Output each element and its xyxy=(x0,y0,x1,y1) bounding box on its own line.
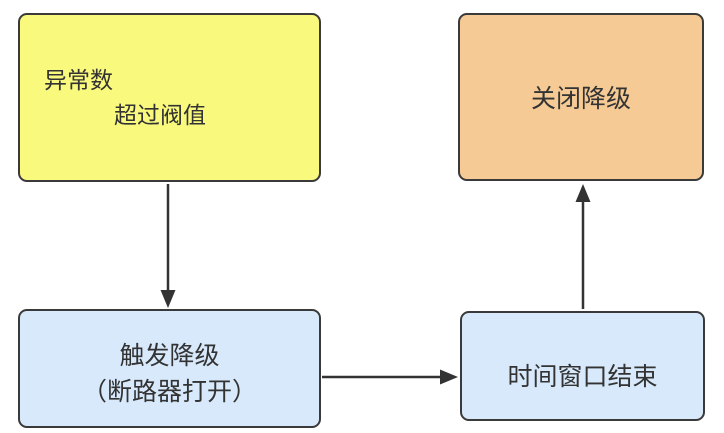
node-time-window-end: 时间窗口结束 xyxy=(460,311,705,421)
arrow-threshold-to-trigger xyxy=(160,184,176,308)
node-close-downgrade: 关闭降级 xyxy=(458,13,704,181)
arrow-trigger-to-window xyxy=(322,369,458,385)
node-close-downgrade-label: 关闭降级 xyxy=(530,85,631,113)
node-exceed-threshold: 异常数 超过阀值 xyxy=(18,13,321,182)
node-time-window-end-label: 时间窗口结束 xyxy=(507,363,658,391)
node-exceed-threshold-line2: 超过阀值 xyxy=(114,101,206,128)
node-exceed-threshold-line1: 异常数 xyxy=(44,66,113,93)
arrow-window-to-close xyxy=(575,184,591,309)
node-trigger-downgrade-line1: 触发降级 xyxy=(119,341,220,370)
node-trigger-downgrade-line2: （断路器打开） xyxy=(81,377,257,406)
node-trigger-downgrade: 触发降级 （断路器打开） xyxy=(18,309,321,428)
